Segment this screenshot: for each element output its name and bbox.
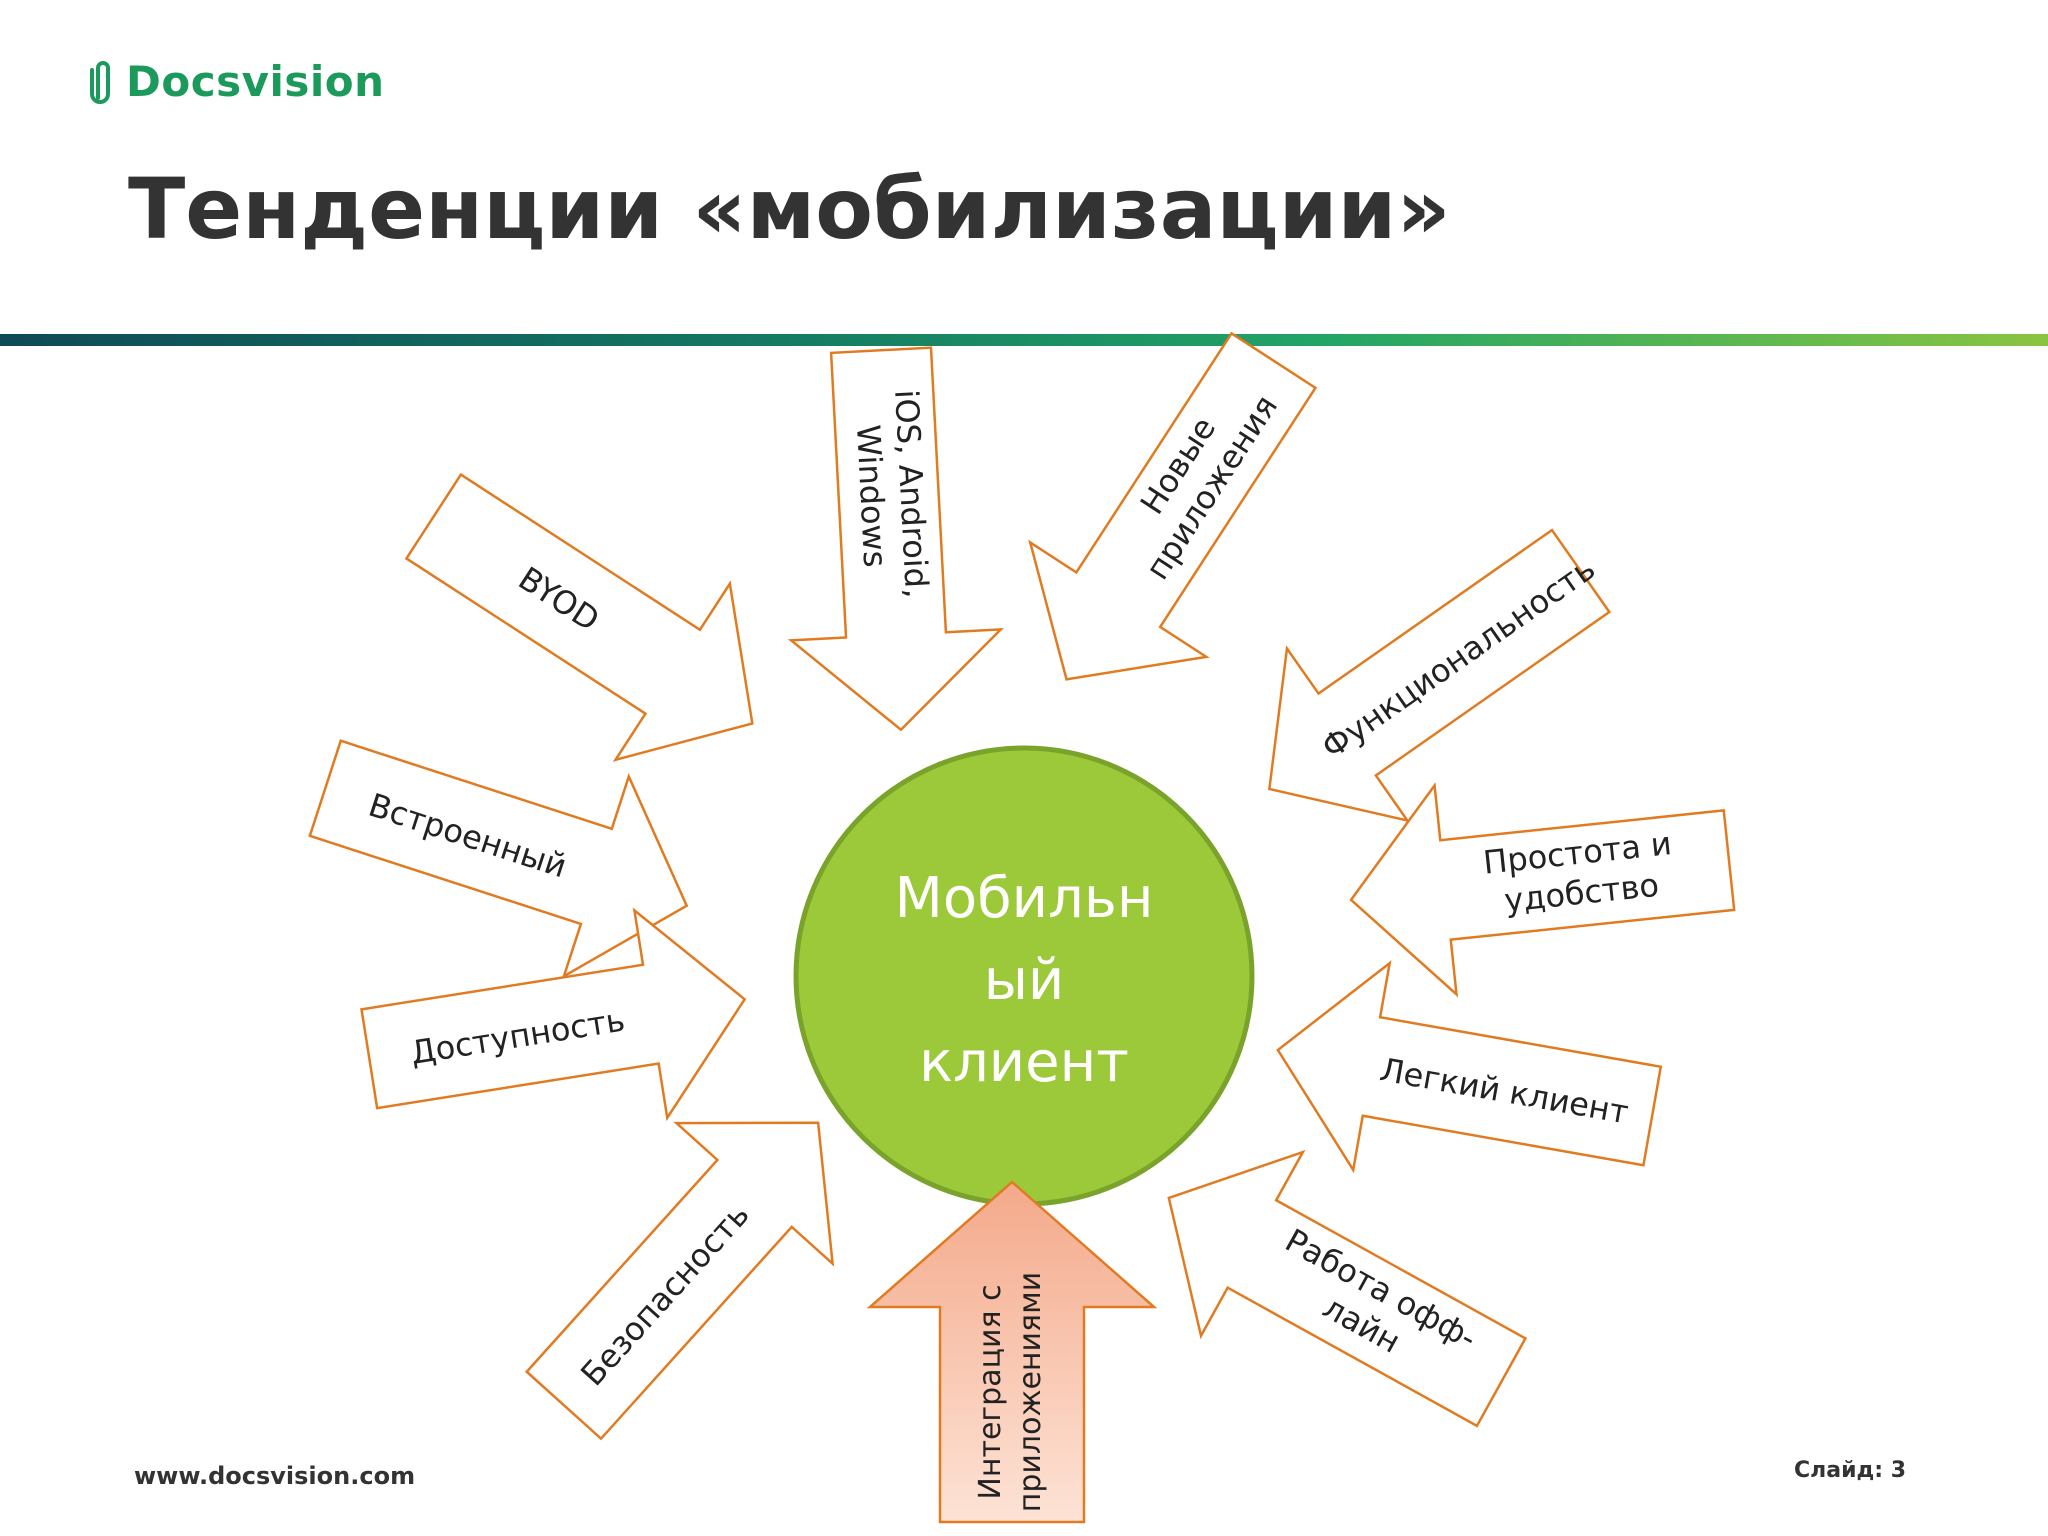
arrow-security: Безопасность [524, 1121, 835, 1441]
footer-url: www.docsvision.com [134, 1462, 416, 1490]
arrow-integration-line-1: Интеграция с [973, 1284, 1008, 1499]
paperclip-icon [90, 61, 110, 104]
arrow-ios-android-windows: iOS, Android, Windows [787, 346, 1005, 732]
arrow-integration: Интеграция с приложениями [866, 1180, 1158, 1524]
logo-text: Docsvision [126, 56, 385, 106]
center-label-line-3: клиент [919, 1030, 1129, 1095]
arrow-byod: BYOD [404, 472, 754, 762]
arrow-ios-android-windows-line-2: Windows [849, 424, 894, 569]
arrow-functionality-label: Функциональность [1315, 549, 1602, 766]
page-title: Тенденции «мобилизации» [128, 160, 1451, 258]
logo: Docsvision [90, 56, 385, 106]
header-divider [0, 334, 2048, 346]
arrow-light-client: Легкий клиент [1276, 960, 1663, 1174]
arrow-accessibility: Доступность [360, 907, 747, 1122]
center-circle: Мобильн ый клиент [793, 745, 1255, 1207]
center-label-line-1: Мобильн [895, 866, 1154, 931]
center-label-line-2: ый [984, 948, 1065, 1013]
slide-number: Слайд: 3 [1794, 1458, 1907, 1483]
arrow-integration-line-2: приложениями [1013, 1272, 1048, 1512]
arrow-simplicity: Простота и удобство [1349, 782, 1736, 998]
arrow-offline: Работа офф- лайн [1167, 1149, 1528, 1428]
